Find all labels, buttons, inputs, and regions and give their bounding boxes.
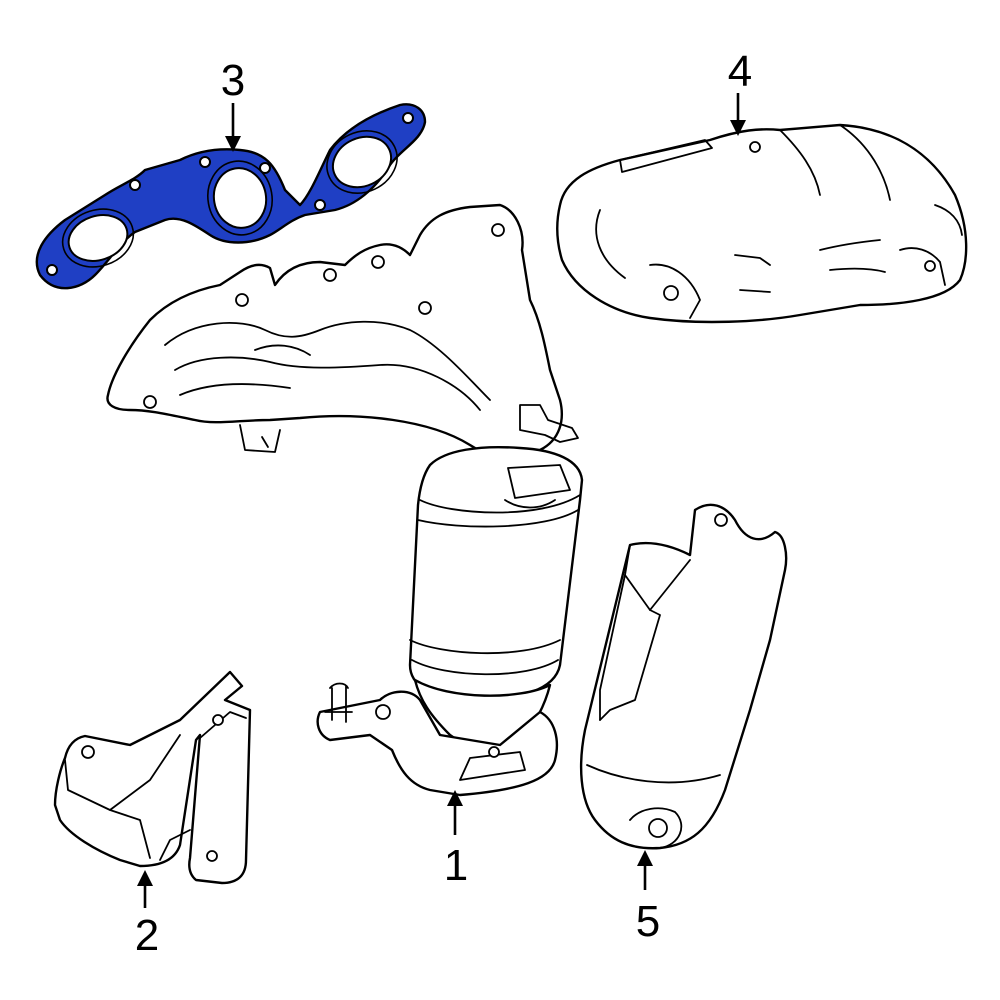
callout-label-1: 1 bbox=[444, 841, 468, 890]
part-5-lower-heat-shield[interactable] bbox=[579, 503, 788, 850]
callout-arrow-3 bbox=[225, 103, 241, 152]
callout-label-2: 2 bbox=[135, 911, 159, 960]
part-2-bracket[interactable] bbox=[53, 670, 252, 885]
callout-arrow-4 bbox=[730, 93, 746, 136]
part-1-exhaust-manifold-converter[interactable] bbox=[106, 203, 584, 797]
callout-label-4: 4 bbox=[728, 47, 752, 96]
part-4-upper-heat-shield[interactable] bbox=[556, 123, 968, 324]
callout-arrow-2 bbox=[137, 870, 153, 908]
callout-arrow-1 bbox=[447, 790, 463, 835]
callout-label-3: 3 bbox=[221, 56, 245, 105]
part-3-manifold-gasket[interactable] bbox=[35, 103, 427, 290]
callout-label-5: 5 bbox=[636, 897, 660, 946]
callout-arrow-5 bbox=[637, 850, 653, 890]
